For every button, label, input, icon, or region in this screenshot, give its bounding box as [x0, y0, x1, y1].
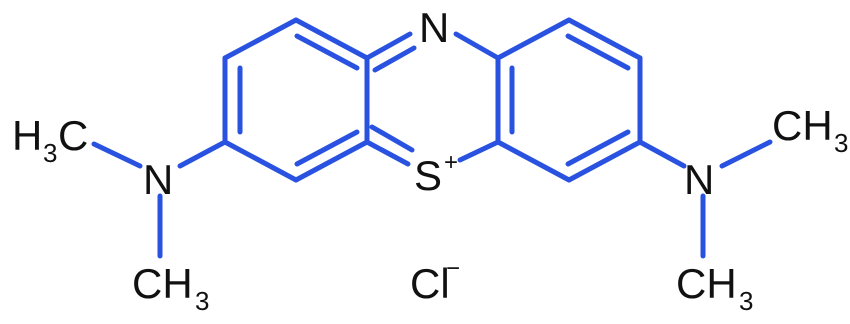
bond-cl-s — [364, 139, 411, 167]
left-amine-label: N — [143, 156, 173, 203]
methyl-lower-left-label: CH 3 — [132, 260, 209, 316]
sulfur-label: S + — [414, 149, 458, 199]
bond-left-n-upper-methyl — [91, 141, 143, 169]
sulfur-charge: + — [444, 149, 458, 176]
bond-s-cr — [457, 139, 501, 163]
bond-l1 — [293, 17, 370, 61]
bond-cl-n — [364, 31, 413, 61]
methyl-upper-left-label: H 3 C — [12, 112, 88, 168]
bond-l1-inner — [294, 33, 360, 71]
chloride-symbol: Cl — [410, 260, 450, 307]
methyl-lower-right-label: CH 3 — [676, 260, 753, 316]
methyl-lower-right-subscript: 3 — [739, 286, 753, 316]
methyl-upper-right-subscript: 3 — [834, 128, 848, 158]
right-amine-label: N — [684, 156, 714, 203]
counterion-label: Cl − — [410, 255, 460, 307]
methyl-lower-right-ch: CH — [676, 260, 737, 307]
bond-l3-inner — [294, 129, 360, 167]
right-dimethylamino — [637, 139, 773, 259]
bond-right-n-upper-methyl — [719, 139, 773, 169]
methyl-upper-left-h: H — [12, 112, 42, 159]
bond-cl-s-double — [369, 124, 415, 153]
bond-l6 — [222, 17, 299, 61]
methyl-upper-left-c: C — [58, 112, 88, 159]
right-ring — [495, 17, 643, 183]
bond-r2 — [566, 17, 643, 61]
bond-r4 — [566, 139, 643, 183]
bond-r4-inner — [565, 129, 631, 167]
bond-l3 — [293, 139, 370, 183]
central-ring — [364, 31, 501, 167]
methyl-lower-left-subscript: 3 — [195, 286, 209, 316]
left-ring — [222, 17, 370, 183]
bond-n-cr — [453, 31, 501, 61]
sulfur-symbol: S — [414, 152, 442, 199]
bond-ring-right-n — [637, 139, 687, 169]
methyl-upper-right-ch: CH — [772, 102, 833, 149]
methyl-upper-left-subscript: 3 — [43, 138, 57, 168]
bond-l4 — [222, 139, 299, 183]
bond-r5 — [495, 139, 572, 183]
bond-r1 — [495, 17, 572, 61]
bond-r2-inner — [565, 33, 631, 71]
chloride-charge: − — [446, 255, 460, 282]
bond-cl-n-double — [372, 45, 417, 73]
ring-nitrogen-label: N — [419, 4, 449, 51]
methyl-lower-left-ch: CH — [132, 260, 193, 307]
bond-ring-left-n — [177, 139, 228, 169]
methyl-upper-right-label: CH 3 — [772, 102, 848, 158]
left-dimethylamino — [91, 139, 228, 259]
